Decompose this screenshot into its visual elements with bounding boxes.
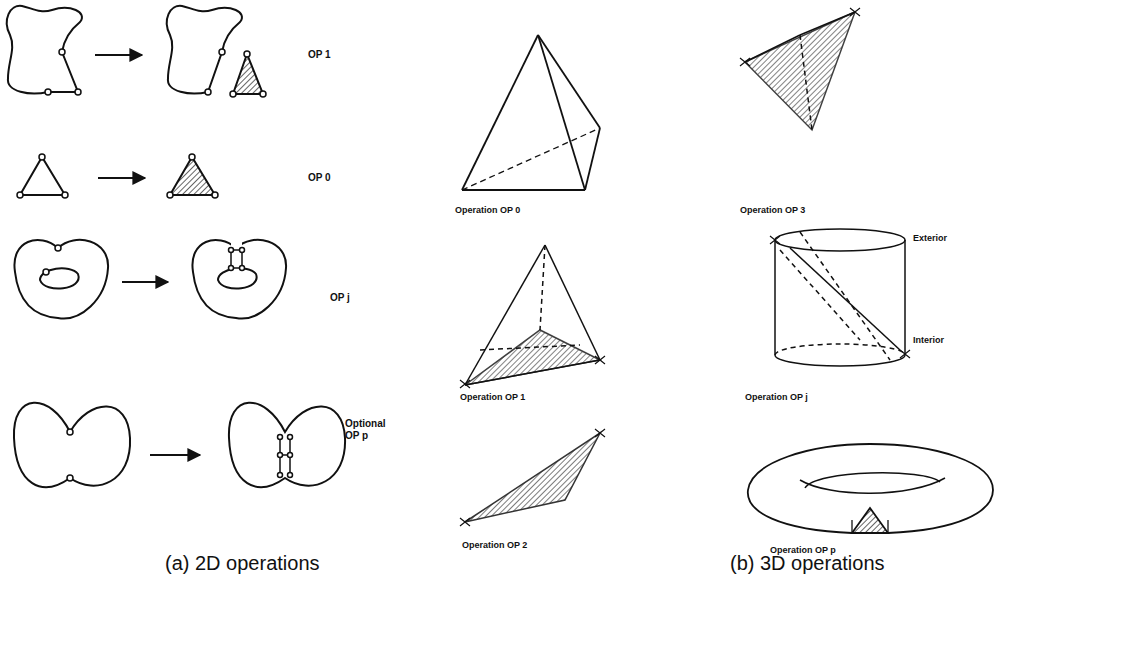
operation-label: Operation OP 2	[462, 540, 527, 550]
operation-label: OP 0	[308, 172, 331, 184]
operation-label: OP j	[330, 292, 350, 304]
side-label: Exterior	[912, 233, 948, 243]
side-label: Interior	[912, 335, 945, 345]
caption-label: (b) 3D operations	[730, 552, 885, 575]
operation-label: Operation OP j	[745, 392, 808, 402]
caption-label: (a) 2D operations	[165, 552, 320, 575]
operation-label: Operation OP 1	[460, 392, 525, 402]
operation-label: Optional OP p	[345, 418, 401, 441]
operation-label: Operation OP 3	[740, 205, 805, 215]
operation-label: OP 1	[308, 49, 331, 61]
operation-label: Operation OP 0	[455, 205, 520, 215]
